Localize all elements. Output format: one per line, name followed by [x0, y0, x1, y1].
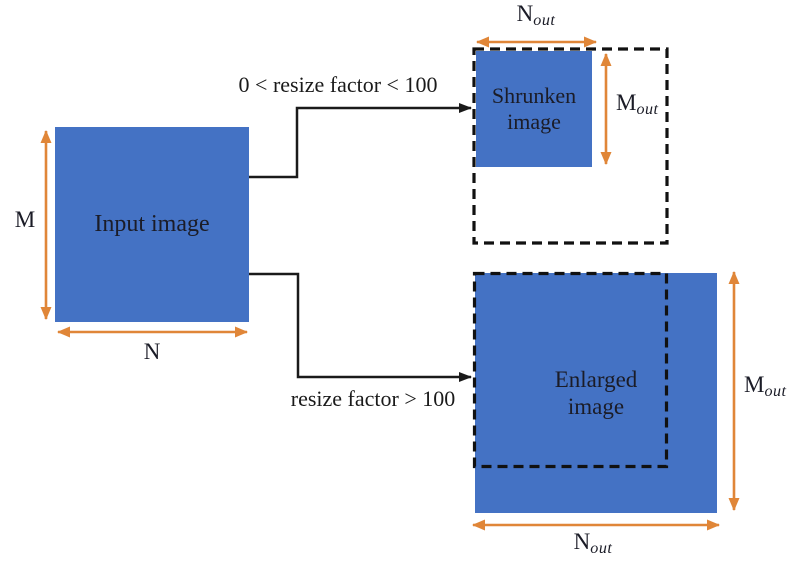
enlarged-image-box: Enlarged image: [475, 273, 717, 513]
shrunken-width-main: N: [516, 1, 534, 26]
enlarged-height-label: Mout: [744, 372, 800, 401]
shrink-condition-label: 0 < resize factor < 100: [238, 72, 438, 97]
input-height-label: M: [10, 207, 40, 233]
input-height-text: M: [14, 207, 36, 232]
enlarged-width-main: N: [573, 529, 591, 554]
enlarged-width-label: Nout: [548, 529, 638, 558]
enlarge-condition-label: resize factor > 100: [290, 386, 456, 411]
enlarged-image-label: Enlarged image: [554, 366, 638, 419]
shrunken-height-main: M: [616, 90, 637, 115]
input-image-label: Input image: [94, 211, 210, 238]
shrink-flow-connector-arrow: [249, 103, 472, 179]
enlarged-height-main: M: [744, 372, 765, 397]
input-width-text: N: [143, 339, 161, 364]
enlarge-flow-connector-arrow: [249, 272, 472, 382]
shrunken-height-label: Mout: [616, 90, 686, 119]
shrunken-image-box: Shrunken image: [476, 51, 592, 167]
shrunken-width-label: Nout: [491, 1, 581, 30]
enlarged-height-subscript: out: [764, 383, 787, 401]
input-image-box: Input image: [55, 127, 249, 322]
enlarged-width-subscript: out: [590, 540, 613, 558]
shrunken-width-subscript: out: [533, 12, 556, 30]
shrunken-image-label: Shrunken image: [491, 83, 577, 134]
input-width-label: N: [122, 339, 182, 365]
shrunken-height-subscript: out: [636, 101, 659, 119]
